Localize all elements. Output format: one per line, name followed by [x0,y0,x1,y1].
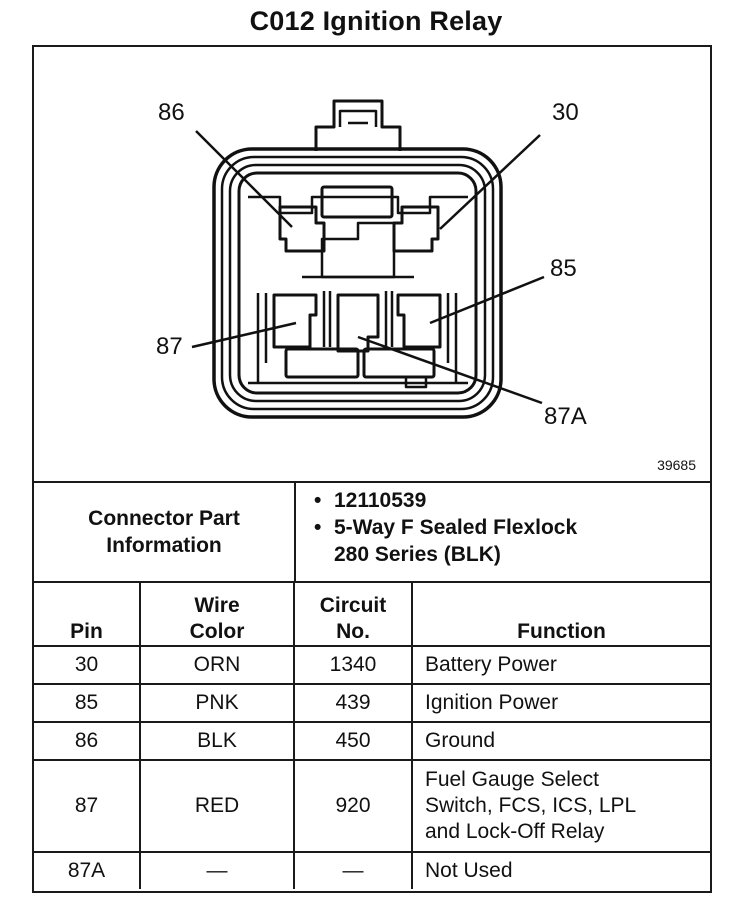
cell-wire-color: ORN [139,645,295,685]
cell-function: Ground [411,721,710,761]
figure-number: 39685 [657,457,696,473]
cell-pin: 86 [34,721,141,761]
cavity-85 [396,293,442,349]
connector-part-number: 12110539 [306,487,706,514]
cell-pin: 30 [34,645,141,685]
cell-pin: 85 [34,683,141,723]
housing-outline-3 [228,163,487,403]
leader-30 [439,134,541,230]
cell-pin: 87 [34,759,141,853]
bottom-slot-left [284,347,360,379]
pin-label-30: 30 [552,99,579,126]
table-row: 86 BLK 450 Ground [34,721,710,761]
pin-label-87: 87 [156,333,183,360]
bottom-slot-right [362,347,436,379]
cell-function: Not Used [411,851,710,889]
cavity-87 [272,293,318,349]
center-rib [320,221,396,279]
pin-label-87a: 87A [544,403,587,430]
leader-86 [195,130,293,228]
pin-label-86: 86 [158,99,185,126]
housing-outline-4 [237,171,478,395]
top-key-slot [320,185,394,219]
connector-diagram: 86 30 85 87 87A 39685 [34,47,710,483]
housing-outline-2 [220,155,495,411]
cell-circuit: 439 [293,683,413,723]
connector-info-label-line2: Information [106,534,222,557]
table-row: 87A — — Not Used [34,851,710,889]
cell-circuit: — [293,851,413,889]
locking-tab [314,99,402,151]
header-pin: Pin [34,583,141,647]
connector-sheet: 86 30 85 87 87A 39685 Connector Part Inf… [32,45,712,893]
cavity-86 [278,205,326,253]
table-row: 85 PNK 439 Ignition Power [34,683,710,723]
cell-function: Battery Power [411,645,710,685]
page-title: C012 Ignition Relay [249,6,503,36]
cell-circuit: 1340 [293,645,413,685]
cell-circuit: 920 [293,759,413,853]
housing-outline-outer [212,147,503,419]
table-row: 30 ORN 1340 Battery Power [34,645,710,685]
connector-face-drawing [191,99,545,419]
cell-circuit: 450 [293,721,413,761]
cell-wire-color: PNK [139,683,295,723]
cell-function: Ignition Power [411,683,710,723]
leader-87a [357,335,543,405]
cell-wire-color: RED [139,759,295,853]
cavity-30 [392,205,440,253]
pin-label-85: 85 [550,255,577,282]
header-function: Function [411,583,710,647]
cavity-87a [336,293,380,353]
connector-info-label: Connector Part Information [34,483,296,581]
cell-wire-color: BLK [139,721,295,761]
connector-info-row: Connector Part Information 12110539 5-Wa… [34,483,710,583]
cell-pin: 87A [34,851,141,889]
connector-info-label-line1: Connector Part [88,507,240,530]
leader-87 [191,321,297,349]
leader-85 [429,275,545,325]
cell-wire-color: — [139,851,295,889]
